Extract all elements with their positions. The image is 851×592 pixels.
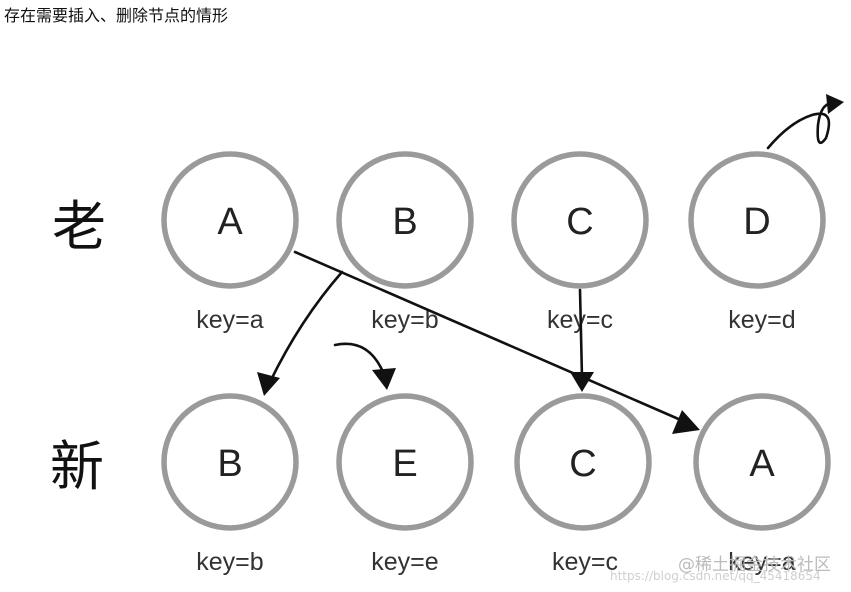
node-letter: B: [392, 201, 417, 243]
new-node-4: A key=a: [693, 393, 831, 576]
node-key: key=a: [196, 306, 264, 334]
node-letter: C: [566, 201, 593, 243]
node-letter: E: [392, 443, 417, 485]
page-title: 存在需要插入、删除节点的情形: [4, 6, 229, 25]
old-node-3: C key=c: [511, 151, 649, 334]
row-label-new: 新: [50, 435, 104, 498]
new-node-3: C key=c: [514, 393, 652, 576]
row-label-old: 老: [52, 195, 106, 258]
node-key: key=a: [728, 548, 796, 576]
node-letter: A: [749, 443, 775, 485]
watermark-site: @稀土掘金技术社区: [678, 555, 831, 575]
arrow-old-b-to-new-b: [257, 270, 344, 396]
node-letter: C: [569, 443, 596, 485]
node-letter: D: [743, 201, 770, 243]
node-letter: A: [217, 201, 243, 243]
new-node-1: B key=b: [161, 393, 299, 576]
watermark-url: https://blog.csdn.net/qq_45418654: [610, 569, 821, 583]
old-node-2: B key=b: [336, 151, 474, 334]
arrow-old-a-to-new-a: [293, 250, 700, 434]
node-key: key=b: [196, 548, 263, 576]
old-node-4: D key=d: [688, 151, 826, 334]
node-letter: B: [217, 443, 242, 485]
arrow-insert-e: [333, 342, 396, 390]
node-key: key=e: [371, 548, 438, 576]
node-key: key=c: [552, 548, 618, 576]
old-node-1: A key=a: [161, 151, 299, 334]
arrow-old-c-to-new-c: [570, 288, 594, 392]
node-key: key=d: [728, 306, 795, 334]
new-node-2: E key=e: [336, 393, 474, 576]
arrow-remove-d: [766, 94, 844, 150]
